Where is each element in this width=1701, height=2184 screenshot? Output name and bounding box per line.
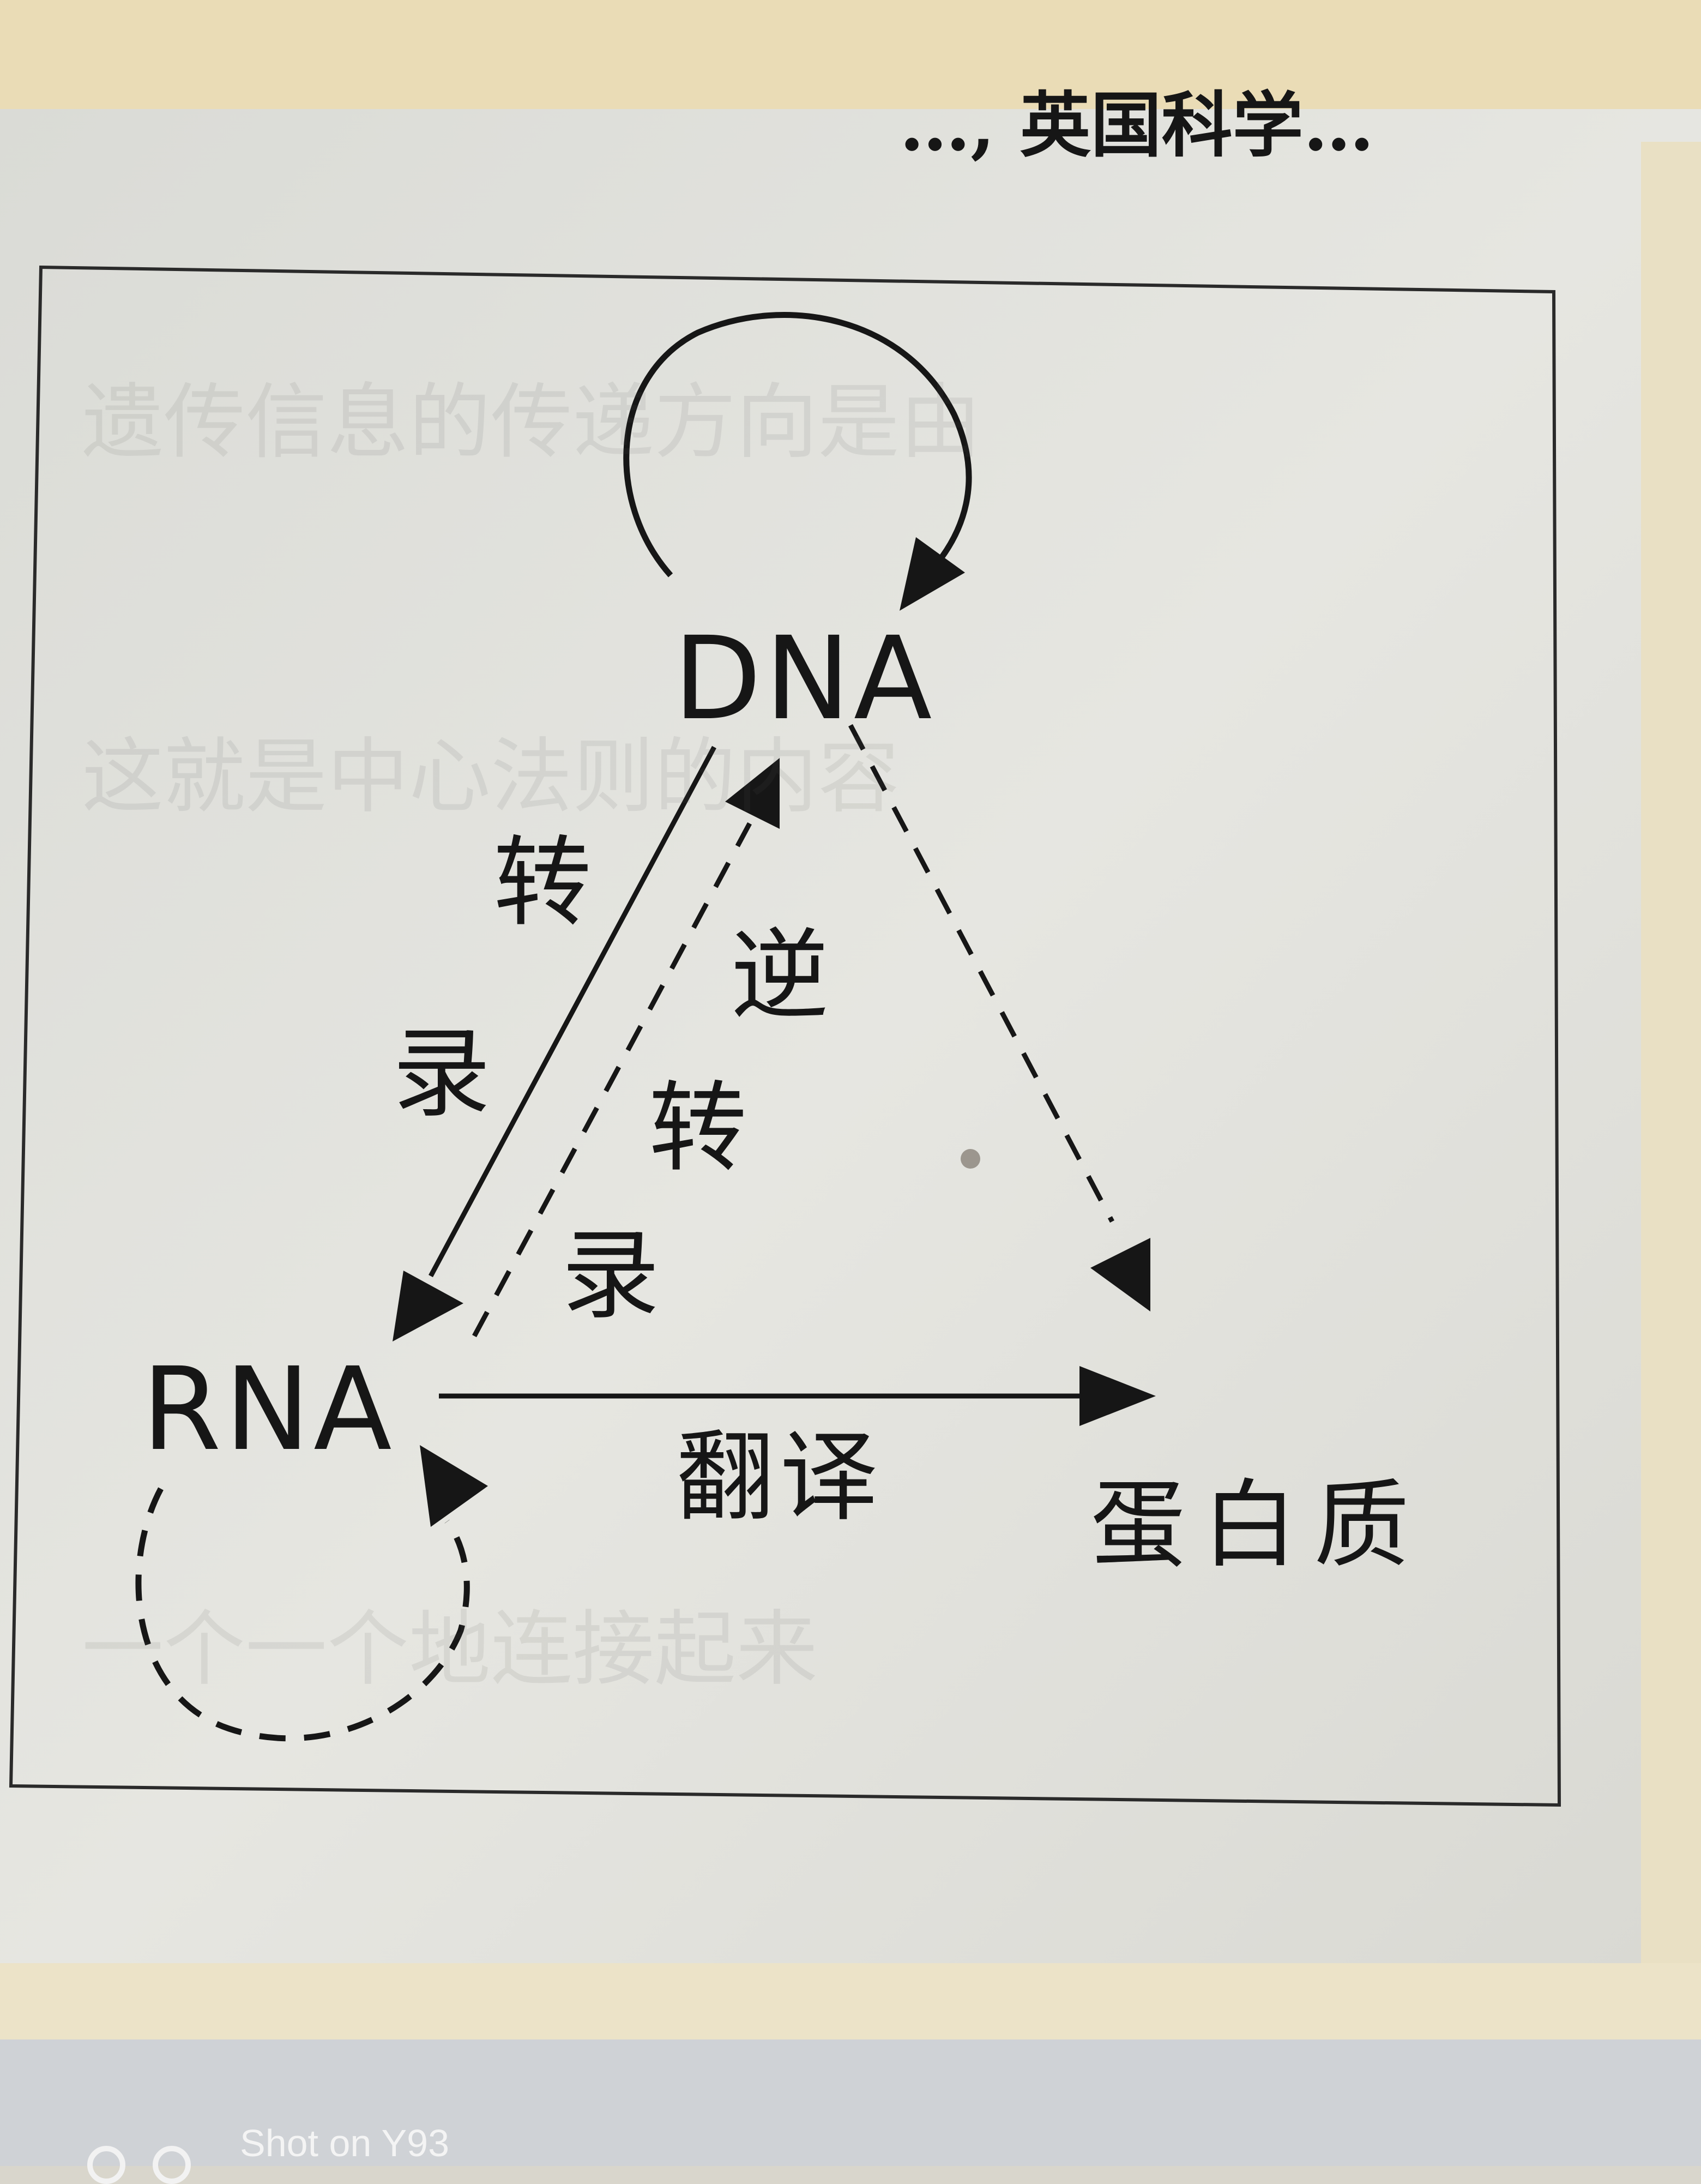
- show-through-text-3: 一个一个地连接起来: [82, 1602, 818, 1697]
- reverse-transcription-arrow: [472, 822, 752, 1338]
- dna-self-replication-arrowhead: [900, 537, 965, 611]
- reverse-transcription-label-char-3: 录: [562, 1219, 660, 1333]
- page-smudge: [961, 1149, 980, 1169]
- camera-watermark: Shot on Y93: [240, 2122, 450, 2164]
- translation-arrowhead: [1079, 1366, 1156, 1426]
- diagram-border: [9, 265, 1561, 1807]
- transcription-label-char-2: 录: [393, 1017, 491, 1131]
- rna-self-replication-arrow: [135, 1487, 470, 1742]
- reverse-transcription-arrowhead: [725, 758, 780, 829]
- show-through-text-1: 遗传信息的传递方向是由: [82, 375, 982, 470]
- dna-to-protein-arrowhead: [1090, 1238, 1150, 1311]
- dna-self-replication-arrow: [623, 312, 972, 577]
- rna-self-replication-arrowhead: [420, 1445, 488, 1527]
- translation-label: 翻译: [676, 1421, 884, 1535]
- right-page-edge: [1641, 142, 1701, 1996]
- bottom-strip: [0, 2039, 1701, 2166]
- reverse-transcription-label-char-1: 逆: [731, 919, 829, 1033]
- camera-logo-icon: [87, 2146, 125, 2184]
- show-through-text-2: 这就是中心法则的内容: [82, 730, 900, 825]
- dna-node-label: DNA: [673, 612, 936, 745]
- reverse-transcription-label-char-2: 转: [649, 1072, 747, 1186]
- dna-to-protein-arrow: [848, 724, 1114, 1223]
- header-text-fragment: …, 英国科学…: [900, 83, 1374, 167]
- camera-logo-icon-2: [153, 2146, 191, 2184]
- transcription-arrowhead: [393, 1271, 463, 1341]
- transcription-label-char-1: 转: [493, 826, 592, 940]
- wood-frame-top: [0, 0, 1701, 125]
- protein-node-label: 蛋白质: [1090, 1470, 1426, 1581]
- transcription-arrow: [429, 745, 716, 1278]
- rna-node-label: RNA: [142, 1343, 395, 1476]
- wood-frame-bottom: [0, 1963, 1701, 2039]
- page-background: [0, 109, 1701, 2034]
